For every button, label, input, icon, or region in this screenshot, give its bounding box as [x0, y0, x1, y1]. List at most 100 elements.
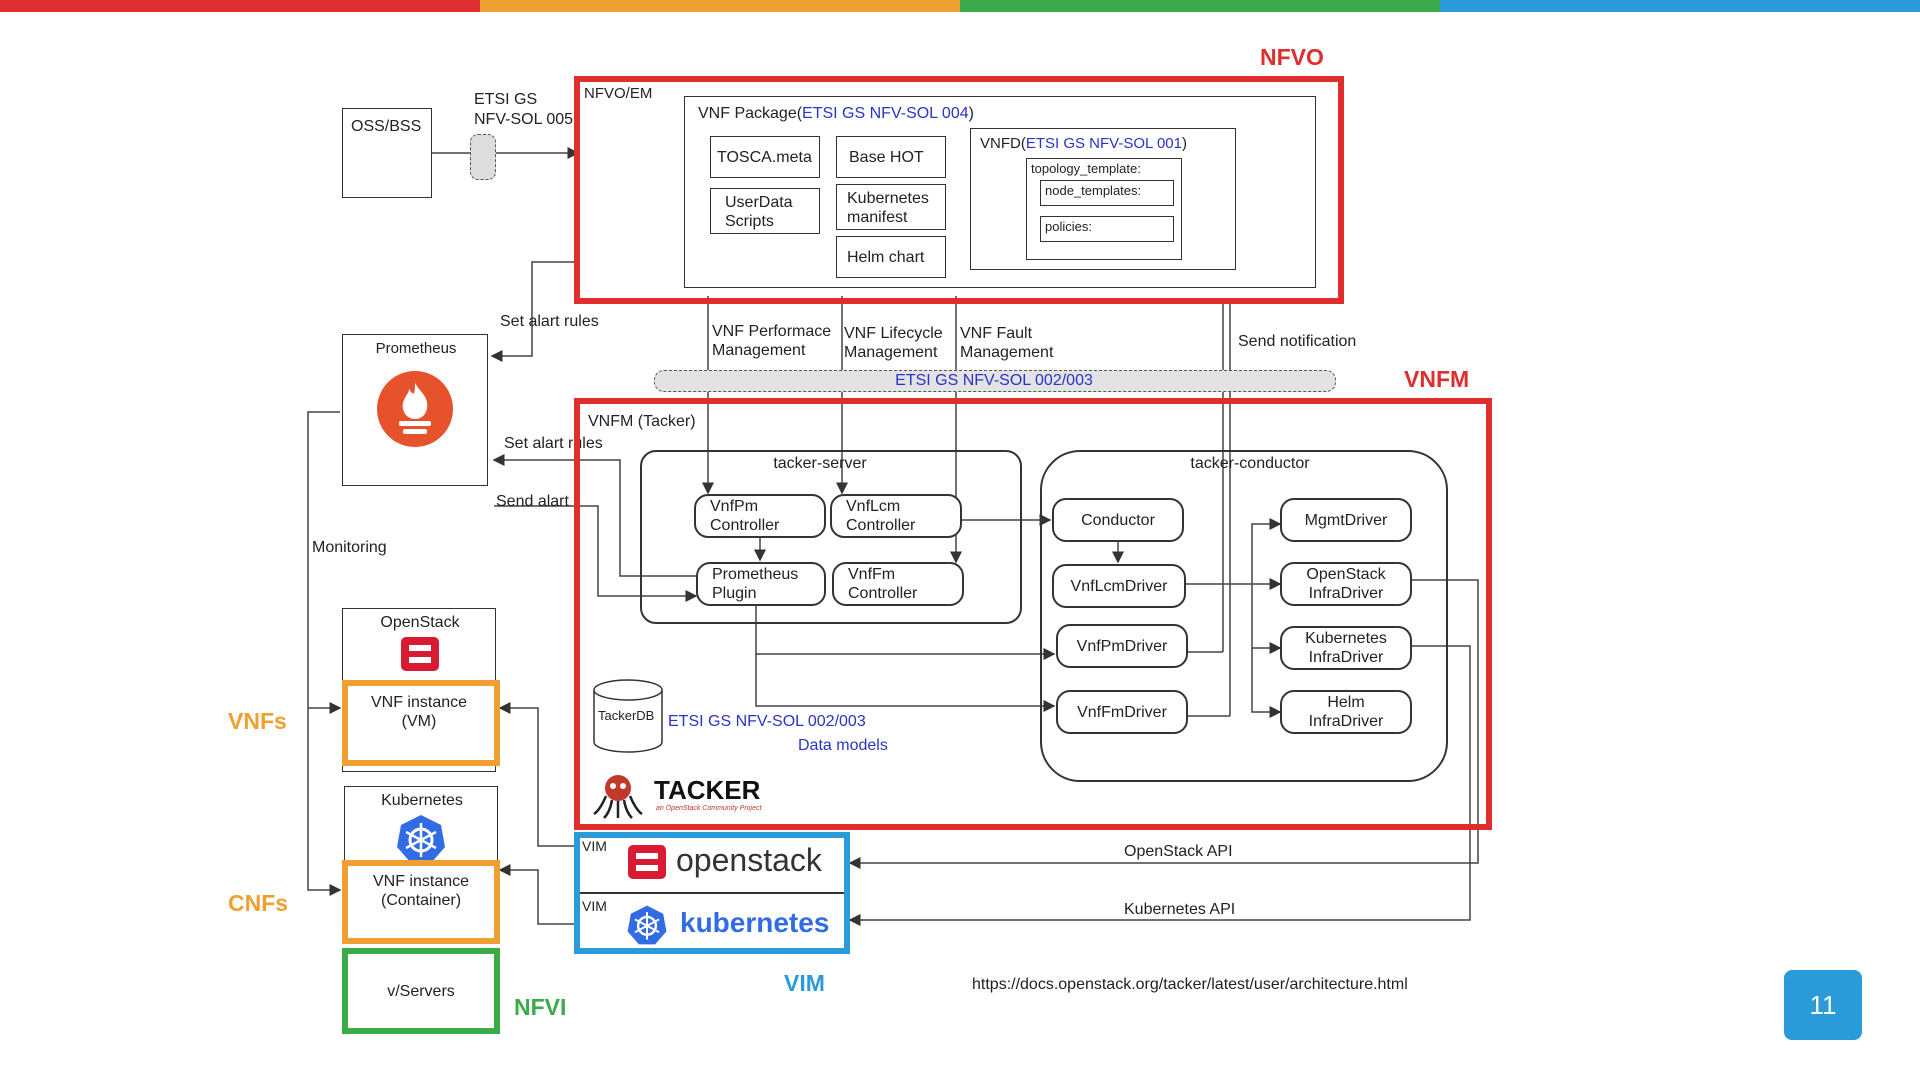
tacker-logo-sub: an OpenStack Community Project [656, 805, 762, 812]
k8s-manifest-label-2: manifest [847, 209, 908, 226]
vnfd-title: VNFD(ETSI GS NFV-SOL 001) [980, 134, 1187, 153]
helm-chart-label: Helm chart [847, 249, 925, 266]
vnf-instance-vm-label-2: (VM) [401, 713, 437, 730]
node-templates-label: node_templates: [1045, 183, 1142, 198]
vnffm-driver-label: VnfFmDriver [1077, 703, 1167, 721]
source-url[interactable]: https://docs.openstack.org/tacker/latest… [972, 976, 1408, 993]
send-alart-label: Send alart [496, 493, 569, 510]
vim-divider [580, 892, 844, 894]
page-number: 11 [1809, 989, 1837, 1020]
vnf-package-spec: ETSI GS NFV-SOL 004 [802, 105, 969, 122]
top-stripe-red [0, 0, 480, 12]
vnf-instance-container-label-2: (Container) [380, 892, 462, 909]
k8s-manifest-box: Kubernetes manifest [836, 184, 946, 230]
vnf-instance-vm-frame [342, 680, 500, 766]
vnfm-tag: VNFM [1404, 366, 1470, 392]
kubernetes-api-label: Kubernetes API [1124, 901, 1236, 918]
vnfs-tag: VNFs [228, 708, 287, 734]
tackerdb-label: TackerDB [598, 708, 655, 723]
tacker-mascot-icon [593, 775, 643, 819]
perf-label-1: VNF Performace [712, 323, 832, 340]
helm-chart-box: Helm chart [836, 236, 946, 278]
vnfd-suffix: ) [1182, 135, 1187, 152]
send-notification-label: Send notification [1238, 333, 1357, 350]
mgmt-driver-label: MgmtDriver [1304, 511, 1388, 529]
topology-box: topology_template: [1026, 158, 1182, 260]
conductor-label: Conductor [1081, 511, 1155, 529]
base-hot-label: Base HOT [849, 149, 924, 166]
userdata-box: UserData Scripts [710, 188, 820, 234]
vnfm-frame [574, 398, 1492, 830]
top-stripe-green [960, 0, 1440, 12]
etsi-005-line1: ETSI GS [474, 91, 538, 108]
page-number-badge: 11 [1784, 970, 1862, 1040]
vnf-instance-vm-label-1: VNF instance [370, 694, 468, 711]
nfvo-em-label: NFVO/EM [584, 85, 653, 102]
vnf-package-suffix: ) [968, 105, 974, 122]
kubernetes-infradriver-label-2: InfraDriver [1308, 649, 1384, 666]
openstack-vim-logo-icon [628, 845, 666, 879]
top-stripe-orange [480, 0, 960, 12]
perf-label-2: Management [712, 342, 806, 359]
vnflcm-driver-label: VnfLcmDriver [1070, 577, 1168, 595]
prometheus-plugin-label-1: Prometheus [712, 566, 799, 583]
kubernetes-logo-icon [397, 815, 445, 863]
vnf-package-title: VNF Package(ETSI GS NFV-SOL 004) [698, 104, 974, 123]
etsi-005-line2: NFV-SOL 005 [474, 111, 574, 128]
openstack-vim-label: openstack [676, 842, 822, 878]
openstack-infradriver-label-1: OpenStack [1306, 566, 1386, 583]
set-alart-rules-top-label: Set alart rules [500, 313, 599, 330]
helm-infradriver-label-1: Helm [1327, 694, 1365, 711]
vnf-instance-container-label-1: VNF instance [372, 873, 470, 890]
nfvo-tag: NFVO [1260, 44, 1324, 70]
vim-tag: VIM [784, 970, 825, 996]
tacker-conductor-box [1040, 450, 1448, 782]
sol-002-003-bar [654, 370, 1336, 392]
kubernetes-host-label: Kubernetes [381, 792, 463, 809]
conductor-box: Conductor [1052, 498, 1184, 542]
vnfd-prefix: VNFD( [980, 135, 1026, 152]
vnf-package-prefix: VNF Package( [698, 105, 803, 122]
sol-002-003-label: ETSI GS NFV-SOL 002/003 [895, 372, 1093, 389]
mgmt-driver-box: MgmtDriver [1280, 498, 1412, 542]
helm-infradriver-label-2: InfraDriver [1308, 713, 1384, 730]
oss-bss-box: OSS/BSS [342, 108, 432, 198]
kubernetes-infradriver-label-1: Kubernetes [1305, 630, 1387, 647]
servers-label: v/Servers [387, 983, 455, 1000]
vnfd-spec: ETSI GS NFV-SOL 001 [1025, 135, 1182, 152]
servers-frame [342, 948, 500, 1034]
openstack-host-label: OpenStack [380, 614, 460, 631]
prometheus-plugin-label-2: Plugin [712, 585, 757, 602]
userdata-label-1: UserData [725, 194, 793, 211]
vnffm-controller-label-1: VnfFm [848, 566, 896, 583]
lcm-label-2: Management [844, 344, 938, 361]
vnflcm-controller-label-2: Controller [846, 517, 916, 534]
prometheus-logo-icon [377, 371, 453, 447]
tacker-conductor-label: tacker-conductor [1190, 455, 1310, 472]
tackerdb-cylinder-icon [593, 679, 663, 753]
policies-box: policies: [1040, 216, 1174, 242]
userdata-label-2: Scripts [725, 213, 774, 230]
oss-bss-label: OSS/BSS [351, 118, 422, 135]
lcm-label-1: VNF Lifecycle [844, 325, 943, 342]
vnflcm-driver-box: VnfLcmDriver [1052, 564, 1186, 608]
openstack-api-label: OpenStack API [1124, 843, 1233, 860]
kubernetes-vim-logo-icon [627, 905, 667, 945]
prometheus-box: Prometheus [342, 334, 488, 486]
vnfpm-controller-label-1: VnfPm [710, 498, 759, 515]
policies-label: policies: [1045, 219, 1092, 234]
cnfs-tag: CNFs [228, 890, 289, 916]
tacker-server-box [640, 450, 1022, 624]
openstack-infradriver-label-2: InfraDriver [1308, 585, 1384, 602]
vnfpm-driver-label: VnfPmDriver [1076, 637, 1168, 655]
vim-openstack-tag: VIM [582, 838, 607, 854]
monitoring-label: Monitoring [312, 538, 387, 557]
vnfpm-controller-label-2: Controller [710, 517, 780, 534]
